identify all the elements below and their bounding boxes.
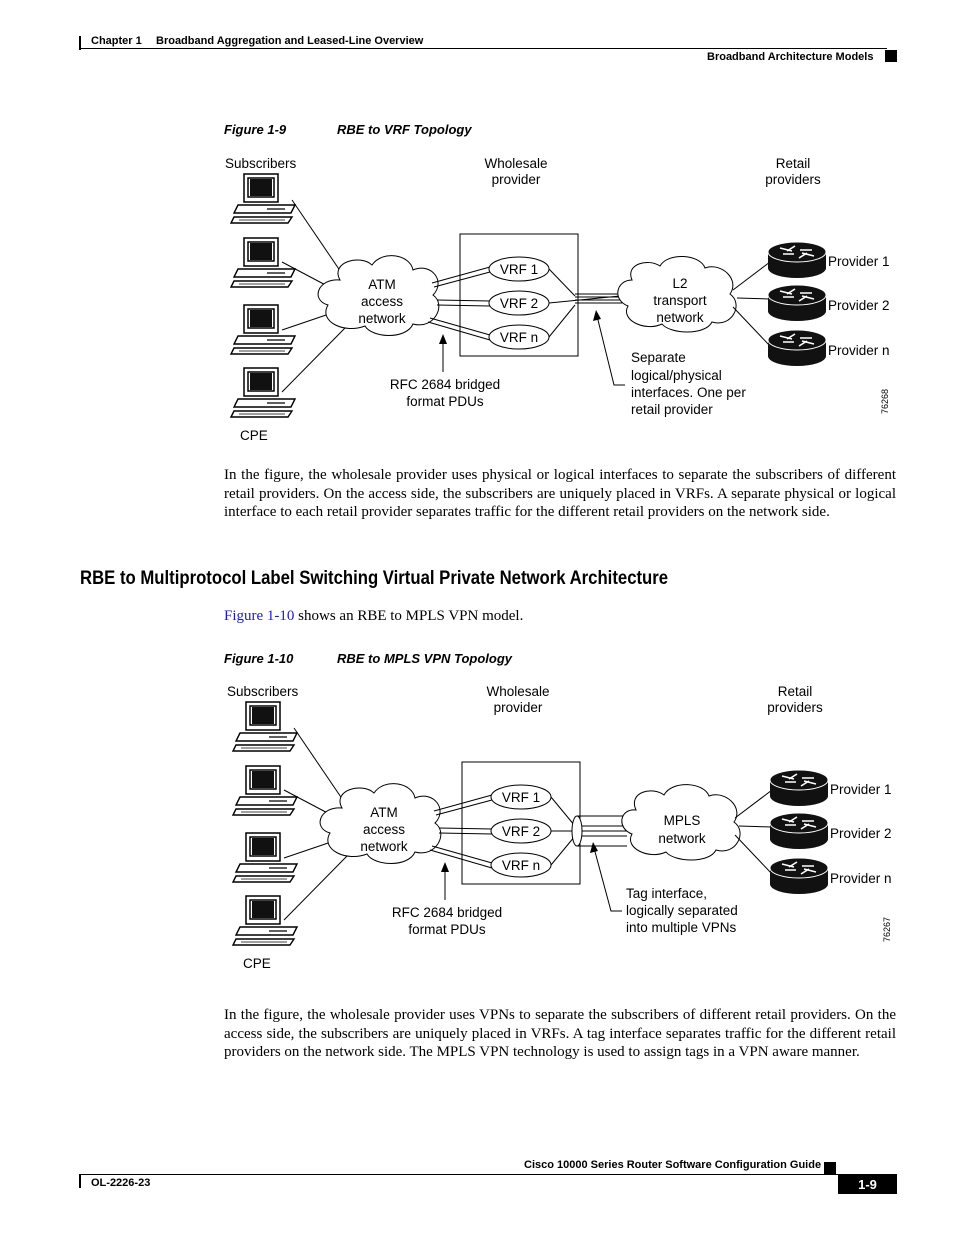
fig1-pc-2-icon — [230, 237, 296, 288]
fig1-retail-label-1: Retail — [776, 156, 811, 171]
fig1-wholesale-box — [459, 233, 579, 357]
fig2-iface-note-3: into multiple VPNs — [626, 920, 737, 935]
header-black-box — [885, 50, 897, 62]
fig2-router-1-icon — [769, 769, 829, 807]
fig1-retail-label-2: providers — [765, 172, 821, 187]
paragraph-2: In the figure, the wholesale provider us… — [224, 1007, 896, 1061]
figure1-title: RBE to VRF Topology — [337, 122, 472, 137]
figure2-diagram: Subscribers Wholesale provider Retail pr… — [227, 684, 892, 971]
fig1-vrf-2: VRF 2 — [500, 296, 538, 311]
header-section: Broadband Architecture Models — [707, 51, 874, 63]
fig2-provider-1: Provider 1 — [830, 782, 892, 797]
fig1-subscribers-label: Subscribers — [225, 156, 297, 171]
fig2-atm-label-2: access — [363, 822, 405, 837]
footer-page-number: 1-9 — [858, 1177, 877, 1192]
fig1-cpe-label: CPE — [240, 428, 268, 443]
fig2-tag-tube — [550, 796, 627, 866]
fig1-pc-4-icon — [230, 367, 296, 418]
fig2-mpls-cloud-icon — [621, 784, 741, 861]
header-left-rule — [79, 36, 81, 50]
fig2-provider-n: Provider n — [830, 871, 892, 886]
fig2-pc-1-icon — [232, 701, 298, 752]
fig2-vrf-1: VRF 1 — [502, 790, 540, 805]
fig1-vrf-1: VRF 1 — [500, 262, 538, 277]
fig2-vrf-n: VRF n — [502, 858, 540, 873]
fig1-router-n-icon — [767, 329, 827, 367]
fig2-mpls-label-1: MPLS — [664, 813, 701, 828]
figure-intro-text: shows an RBE to MPLS VPN model. — [294, 608, 524, 624]
fig1-atm-label-1: ATM — [368, 277, 396, 292]
fig2-wholesale-label-2: provider — [494, 700, 543, 715]
fig2-pc-3-icon — [232, 832, 298, 883]
fig2-art-id: 76267 — [882, 917, 892, 942]
fig1-atm-label-3: network — [358, 311, 406, 326]
fig1-vrf-n: VRF n — [500, 330, 538, 345]
fig1-router-2-icon — [767, 284, 827, 322]
fig2-router-2-icon — [769, 812, 829, 850]
fig1-atm-cloud-icon — [317, 255, 440, 336]
footer-doc-id: OL-2226-23 — [91, 1177, 151, 1189]
fig1-wholesale-label-1: Wholesale — [484, 156, 547, 171]
fig1-iface-note-4: retail provider — [631, 402, 713, 417]
fig1-l2-cloud-icon — [617, 256, 737, 333]
fig1-provider-2: Provider 2 — [828, 298, 890, 313]
fig2-iface-note-1: Tag interface, — [626, 886, 707, 901]
fig1-transport-label-2: transport — [653, 293, 707, 308]
fig2-mpls-label-2: network — [658, 831, 706, 846]
fig1-iface-note-1: Separate — [631, 350, 686, 365]
fig2-iface-note-2: logically separated — [626, 903, 738, 918]
header-top-rule — [79, 48, 887, 49]
fig2-atm-label-3: network — [360, 839, 408, 854]
fig1-router-1-icon — [767, 241, 827, 279]
header-chapter: Chapter 1 — [91, 35, 142, 47]
header-chapter-title: Broadband Aggregation and Leased-Line Ov… — [156, 35, 424, 47]
fig1-transport-label-1: L2 — [672, 276, 687, 291]
fig1-rfc-note-2: format PDUs — [406, 394, 484, 409]
footer-left-rule — [79, 1174, 81, 1188]
fig1-provider-1: Provider 1 — [828, 254, 890, 269]
fig1-atm-label-2: access — [361, 294, 403, 309]
fig1-pc-1-icon — [230, 173, 296, 224]
fig2-vrf-2: VRF 2 — [502, 824, 540, 839]
fig2-rfc-note-2: format PDUs — [408, 922, 486, 937]
fig2-retail-label-2: providers — [767, 700, 823, 715]
paragraph-1: In the figure, the wholesale provider us… — [224, 467, 896, 521]
figure-intro: Figure 1-10 shows an RBE to MPLS VPN mod… — [224, 607, 896, 626]
fig2-wholesale-label-1: Wholesale — [486, 684, 549, 699]
fig2-atm-label-1: ATM — [370, 805, 398, 820]
fig1-iface-note-2: logical/physical — [631, 368, 722, 383]
fig2-cpe-label: CPE — [243, 956, 271, 971]
fig2-retail-label-1: Retail — [778, 684, 813, 699]
footer-black-box — [824, 1162, 836, 1174]
fig2-router-n-icon — [769, 857, 829, 895]
figure2-number: Figure 1-10 — [224, 651, 294, 666]
fig1-iface-note-3: interfaces. One per — [631, 385, 746, 400]
fig1-pc-3-icon — [230, 304, 296, 355]
footer-guide-title: Cisco 10000 Series Router Software Confi… — [524, 1159, 822, 1171]
fig2-provider-2: Provider 2 — [830, 826, 892, 841]
fig1-transport-label-3: network — [656, 310, 704, 325]
figure1-diagram: Subscribers Wholesale provider Retail pr… — [225, 156, 890, 443]
fig2-subscribers-label: Subscribers — [227, 684, 299, 699]
figure-1-10-link[interactable]: Figure 1-10 — [224, 608, 295, 624]
section-title: RBE to Multiprotocol Label Switching Vir… — [80, 568, 669, 589]
fig1-wholesale-label-2: provider — [492, 172, 541, 187]
footer-page-box — [838, 1175, 897, 1194]
fig2-pc-2-icon — [232, 765, 298, 816]
figure1-number: Figure 1-9 — [224, 122, 287, 137]
fig2-rfc-note-1: RFC 2684 bridged — [392, 905, 502, 920]
footer-rule — [79, 1174, 897, 1175]
fig2-atm-cloud-icon — [319, 783, 442, 864]
fig1-rfc-note-1: RFC 2684 bridged — [390, 377, 500, 392]
fig2-pc-4-icon — [232, 895, 298, 946]
fig1-provider-n: Provider n — [828, 343, 890, 358]
figure2-title: RBE to MPLS VPN Topology — [337, 651, 513, 666]
fig1-art-id: 76268 — [880, 389, 890, 414]
